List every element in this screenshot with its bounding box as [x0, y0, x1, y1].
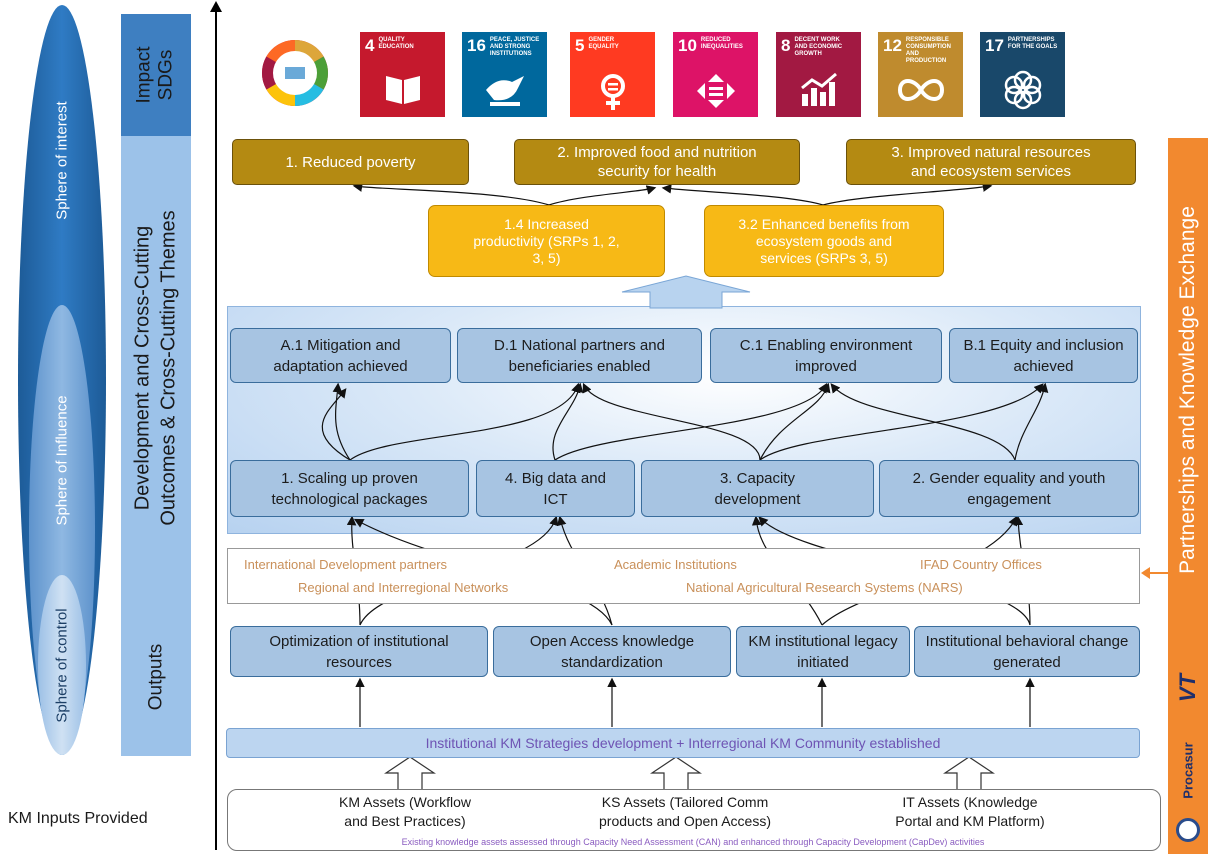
- partner-regional: Regional and Interregional Networks: [298, 580, 509, 595]
- sdg-wheel-logo: [261, 39, 329, 107]
- strategy-bar: Institutional KM Strategies development …: [226, 728, 1140, 758]
- book-icon: [386, 76, 420, 104]
- input-it-assets: IT Assets (Knowledge Portal and KM Platf…: [895, 794, 1045, 829]
- inputs-note: Existing knowledge assets assessed throu…: [401, 837, 985, 847]
- outcome-c1: C.1 Enabling environment improved: [710, 328, 942, 383]
- outputs-column: [121, 599, 191, 756]
- sphere-control-shape: [38, 575, 86, 755]
- theme-1: 1. Scaling up proven technological packa…: [230, 460, 469, 517]
- impact-goal-1: 1. Reduced poverty: [232, 139, 469, 185]
- partners-box: [227, 548, 1140, 604]
- partner-academic: Academic Institutions: [614, 557, 737, 572]
- equality-icon: [697, 74, 735, 108]
- partner-international: International Development partners: [244, 557, 448, 572]
- sub-outcome-3-2: 3.2 Enhanced benefits from ecosystem goo…: [704, 205, 944, 277]
- theme-4: 4. Big data and ICT: [476, 460, 635, 517]
- partnerships-band: [1168, 138, 1208, 854]
- output-open-access: Open Access knowledge standardization: [493, 626, 731, 677]
- growth-icon: [801, 72, 837, 106]
- institution-seal-icon: [1176, 818, 1200, 842]
- outcome-b1: B.1 Equity and inclusion achieved: [949, 328, 1138, 383]
- spheres-diagram: Sphere of interest Sphere of Influence S…: [0, 0, 124, 760]
- km-inputs-label: KM Inputs Provided: [8, 810, 148, 827]
- output-optimization: Optimization of institutional resources: [230, 626, 488, 677]
- outcome-a1: A.1 Mitigation and adaptation achieved: [230, 328, 451, 383]
- output-km-legacy: KM institutional legacy initiated: [736, 626, 910, 677]
- input-arrow-ks: [650, 756, 702, 791]
- big-up-arrow: [621, 275, 751, 309]
- impact-goal-2: 2. Improved food and nutrition security …: [514, 139, 800, 185]
- infinity-icon: [897, 79, 945, 101]
- input-arrow-km: [384, 756, 436, 791]
- impact-column: [121, 14, 191, 136]
- output-behavioral-change: Institutional behavioral change generate…: [914, 626, 1140, 677]
- flower-icon: [1004, 70, 1042, 110]
- inputs-box: [227, 789, 1161, 851]
- input-km-assets: KM Assets (Workflow and Best Practices): [339, 794, 471, 829]
- theme-3: 3. Capacity development: [641, 460, 874, 517]
- input-arrow-it: [943, 756, 995, 791]
- impact-goal-3: 3. Improved natural resources and ecosys…: [846, 139, 1136, 185]
- outcome-d1: D.1 National partners and beneficiaries …: [457, 328, 702, 383]
- theme-2: 2. Gender equality and youth engagement: [879, 460, 1139, 517]
- input-ks-assets: KS Assets (Tailored Comm products and Op…: [599, 794, 771, 829]
- development-column: [121, 136, 191, 599]
- partner-nars: National Agricultural Research Systems (…: [686, 580, 963, 595]
- partner-ifad: IFAD Country Offices: [920, 557, 1042, 572]
- partnerships-arrow: [1141, 567, 1168, 579]
- vertical-axis-arrow: [210, 1, 222, 850]
- sub-outcome-1-4: 1.4 Increased productivity (SRPs 1, 2, 3…: [428, 205, 665, 277]
- dove-icon: [486, 76, 524, 106]
- gender-icon: [601, 74, 625, 110]
